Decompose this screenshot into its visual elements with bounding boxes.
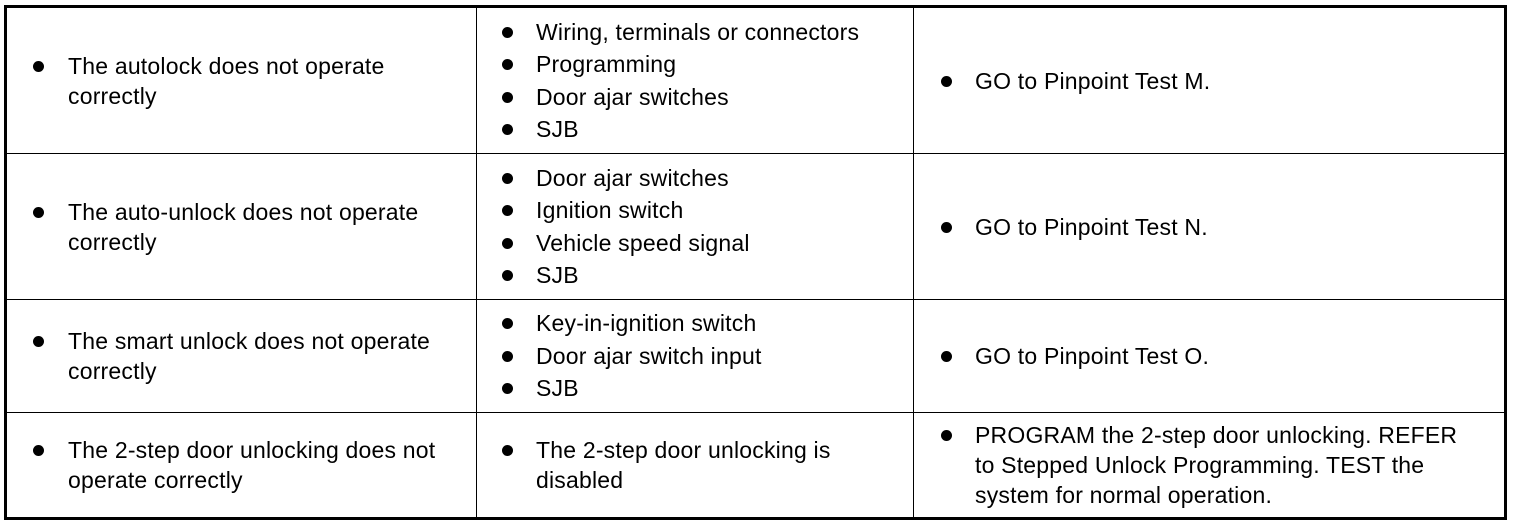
table-row: The autolock does not operate correctly W… [7, 8, 1504, 154]
bullet-icon [33, 60, 44, 72]
bullet-icon [941, 221, 952, 233]
bullet-icon [33, 336, 44, 347]
list-item: The auto-unlock does not operate correctl… [7, 197, 476, 257]
action-cell: GO to Pinpoint Test O. [914, 300, 1504, 412]
symptom-line: correctly [68, 82, 157, 109]
action-text: system for normal operation. [975, 482, 1273, 508]
list-item: SJB [477, 372, 913, 405]
symptom-chart-table: The autolock does not operate correctly W… [4, 5, 1507, 520]
symptom-cell: The 2-step door unlocking does not operat… [7, 413, 477, 517]
bullet-icon [502, 205, 513, 216]
symptom-line: The 2-step door unlocking does not [68, 437, 436, 463]
table-row: The smart unlock does not operate correct… [7, 300, 1504, 413]
action-text: PROGRAM the 2-step door unlocking. REFER [975, 422, 1458, 448]
list-item: The 2-step door unlocking does not operat… [7, 435, 476, 495]
cause-text: Programming [536, 51, 677, 77]
symptom-cell: The auto-unlock does not operate correctl… [7, 154, 477, 299]
bullet-icon [941, 75, 952, 87]
list-item: SJB [477, 113, 913, 146]
list-item: GO to Pinpoint Test M. [914, 66, 1504, 96]
bullet-icon [33, 445, 44, 456]
bullet-icon [502, 445, 513, 456]
bullet-icon [502, 383, 513, 395]
causes-cell: The 2-step door unlocking is disabled [477, 413, 914, 517]
list-item: Key-in-ignition switch [477, 307, 913, 340]
list-item: Door ajar switch input [477, 340, 913, 373]
list-item: GO to Pinpoint Test N. [914, 212, 1504, 242]
cause-text: Door ajar switches [536, 164, 729, 191]
list-item: SJB [477, 259, 913, 292]
table-row: The 2-step door unlocking does not operat… [7, 413, 1504, 517]
action-text: GO to Pinpoint Test O. [975, 343, 1210, 369]
bullet-icon [502, 350, 513, 362]
bullet-icon [502, 124, 513, 135]
symptom-line: correctly [68, 228, 157, 255]
bullet-icon [502, 59, 513, 70]
cause-text: Vehicle speed signal [536, 229, 750, 256]
symptom-line: operate correctly [68, 467, 243, 493]
bullet-icon [502, 237, 513, 249]
list-item: Door ajar switches [477, 162, 913, 195]
bullet-icon [33, 206, 44, 218]
cause-text: SJB [536, 375, 579, 402]
cause-text: disabled [536, 467, 624, 493]
cause-text: Door ajar switches [536, 83, 729, 110]
list-item: Door ajar switches [477, 81, 913, 114]
causes-cell: Key-in-ignition switch Door ajar switch … [477, 300, 914, 412]
list-item: The autolock does not operate correctly [7, 51, 476, 111]
symptom-line: The auto-unlock does not operate [68, 198, 419, 225]
action-cell: PROGRAM the 2-step door unlocking. REFER… [914, 413, 1504, 517]
list-item: Vehicle speed signal [477, 227, 913, 260]
list-item: GO to Pinpoint Test O. [914, 341, 1504, 371]
action-cell: GO to Pinpoint Test N. [914, 154, 1504, 299]
action-text: GO to Pinpoint Test N. [975, 213, 1208, 240]
symptom-line: correctly [68, 358, 157, 384]
symptom-line: The autolock does not operate [68, 52, 385, 79]
cause-text: Wiring, terminals or connectors [536, 18, 860, 45]
bullet-icon [941, 351, 952, 362]
causes-cell: Door ajar switches Ignition switch Vehic… [477, 154, 914, 299]
cause-text: Key-in-ignition switch [536, 310, 757, 337]
list-item: Ignition switch [477, 194, 913, 227]
symptom-cell: The smart unlock does not operate correct… [7, 300, 477, 412]
cause-text: Door ajar switch input [536, 342, 762, 369]
action-text: GO to Pinpoint Test M. [975, 67, 1211, 94]
bullet-icon [502, 172, 513, 184]
list-item: Wiring, terminals or connectors [477, 16, 913, 49]
list-item: The 2-step door unlocking is disabled [477, 435, 913, 495]
bullet-icon [502, 270, 513, 281]
bullet-icon [502, 318, 513, 330]
table-row: The auto-unlock does not operate correctl… [7, 154, 1504, 300]
cause-text: The 2-step door unlocking is [536, 437, 831, 463]
bullet-icon [502, 91, 513, 103]
list-item: The smart unlock does not operate correct… [7, 326, 476, 386]
cause-text: SJB [536, 262, 579, 288]
list-item: PROGRAM the 2-step door unlocking. REFER… [914, 420, 1504, 510]
symptom-line: The smart unlock does not operate [68, 328, 431, 354]
cause-text: SJB [536, 116, 579, 142]
action-cell: GO to Pinpoint Test M. [914, 8, 1504, 153]
causes-cell: Wiring, terminals or connectors Programm… [477, 8, 914, 153]
bullet-icon [941, 430, 952, 441]
action-text: to Stepped Unlock Programming. TEST the [975, 452, 1425, 478]
list-item: Programming [477, 48, 913, 81]
bullet-icon [502, 26, 513, 38]
symptom-cell: The autolock does not operate correctly [7, 8, 477, 153]
cause-text: Ignition switch [536, 197, 684, 223]
